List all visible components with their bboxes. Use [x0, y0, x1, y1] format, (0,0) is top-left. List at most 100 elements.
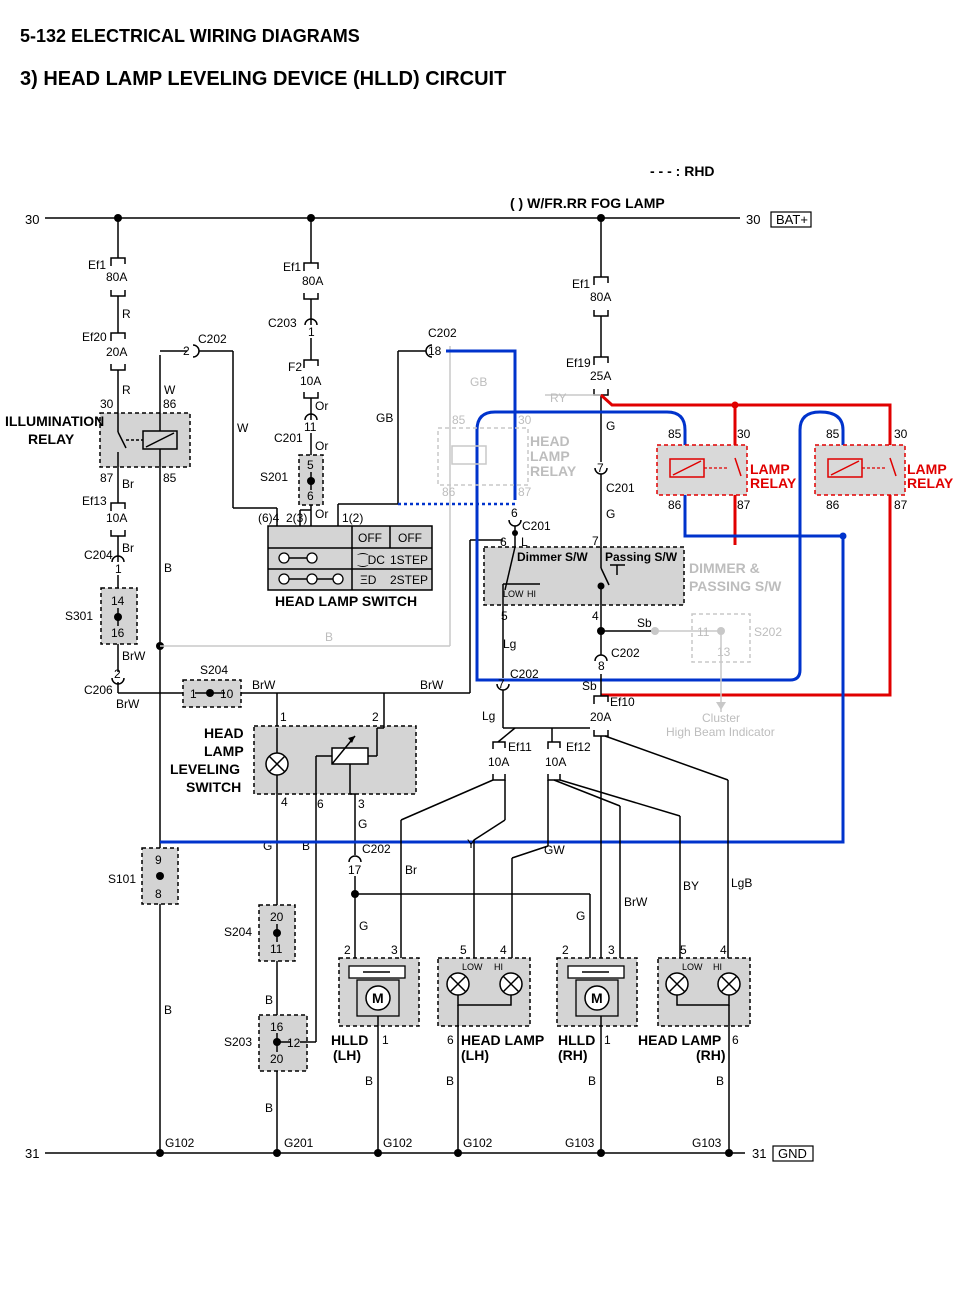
svg-text:G103: G103 [565, 1136, 595, 1150]
svg-text:B: B [365, 1074, 373, 1088]
svg-text:M: M [372, 990, 384, 1006]
svg-text:30: 30 [894, 427, 908, 441]
svg-text:HLLD: HLLD [558, 1032, 595, 1048]
svg-text:Ef19: Ef19 [566, 356, 591, 370]
svg-text:(RH): (RH) [558, 1047, 588, 1063]
svg-text:LAMP: LAMP [204, 743, 244, 759]
svg-text:10A: 10A [545, 755, 566, 769]
svg-text:HI: HI [713, 962, 722, 972]
svg-text:LOW: LOW [462, 962, 483, 972]
svg-text:S204: S204 [200, 663, 228, 677]
svg-text:1STEP: 1STEP [390, 553, 428, 567]
svg-text:11: 11 [304, 420, 317, 434]
svg-text:6: 6 [511, 506, 518, 520]
svg-text:G: G [606, 507, 615, 521]
svg-text:30: 30 [518, 413, 532, 427]
svg-text:HI: HI [527, 589, 536, 599]
svg-text:RELAY: RELAY [28, 431, 75, 447]
svg-text:(6)4: (6)4 [258, 511, 280, 525]
svg-text:C202: C202 [198, 332, 227, 346]
svg-text:C204: C204 [84, 548, 113, 562]
svg-text:LOW: LOW [503, 589, 524, 599]
svg-text:B: B [302, 839, 310, 853]
svg-text:GW: GW [544, 843, 565, 857]
svg-text:LgB: LgB [731, 876, 752, 890]
svg-text:S203: S203 [224, 1035, 252, 1049]
svg-text:S101: S101 [108, 872, 136, 886]
svg-text:8: 8 [598, 659, 605, 673]
page-header: 5-132 ELECTRICAL WIRING DIAGRAMS [20, 26, 360, 46]
illumination-relay-box [99, 412, 191, 468]
svg-text:G103: G103 [692, 1136, 722, 1150]
svg-text:B: B [588, 1074, 596, 1088]
svg-text:3: 3 [608, 943, 615, 957]
svg-text:LAMP: LAMP [907, 461, 947, 477]
svg-text:B: B [164, 1003, 172, 1017]
svg-text:HEAD LAMP: HEAD LAMP [461, 1032, 544, 1048]
svg-text:86: 86 [826, 498, 840, 512]
svg-text:6: 6 [447, 1033, 454, 1047]
svg-text:G: G [263, 839, 272, 853]
svg-text:Dimmer S/W: Dimmer S/W [517, 550, 588, 564]
rail-31-right: 31 [752, 1146, 766, 1161]
svg-text:B: B [164, 561, 172, 575]
svg-text:87: 87 [100, 471, 114, 485]
svg-text:⁐DC: ⁐DC [357, 553, 385, 567]
svg-text:8: 8 [155, 887, 162, 901]
svg-text:(RH): (RH) [696, 1047, 726, 1063]
svg-text:2: 2 [562, 943, 569, 957]
svg-text:1: 1 [382, 1033, 389, 1047]
svg-text:5: 5 [307, 458, 314, 472]
svg-text:Cluster: Cluster [702, 711, 740, 725]
svg-text:G: G [359, 919, 368, 933]
svg-text:G102: G102 [383, 1136, 413, 1150]
svg-text:25A: 25A [590, 369, 611, 383]
svg-text:6: 6 [732, 1033, 739, 1047]
svg-text:BrW: BrW [420, 678, 444, 692]
svg-text:(LH): (LH) [461, 1047, 489, 1063]
svg-text:SWITCH: SWITCH [186, 779, 241, 795]
lamp-relay-1-box [656, 444, 748, 496]
svg-text:13: 13 [717, 645, 731, 659]
svg-text:C201: C201 [522, 519, 551, 533]
svg-text:12: 12 [287, 1036, 301, 1050]
svg-text:G: G [358, 817, 367, 831]
svg-text:RELAY: RELAY [530, 463, 577, 479]
svg-text:6: 6 [500, 535, 507, 549]
svg-text:BrW: BrW [116, 697, 140, 711]
svg-text:Sb: Sb [582, 679, 597, 693]
svg-text:20A: 20A [106, 345, 127, 359]
svg-text:R: R [122, 307, 131, 321]
svg-text:Ef20: Ef20 [82, 330, 107, 344]
svg-text:20: 20 [270, 1052, 284, 1066]
gnd-label: GND [778, 1146, 807, 1161]
svg-text:3: 3 [391, 943, 398, 957]
svg-text:5: 5 [460, 943, 467, 957]
rail-31-left: 31 [25, 1146, 39, 1161]
svg-text:S301: S301 [65, 609, 93, 623]
svg-text:Y: Y [467, 837, 475, 851]
svg-text:4: 4 [281, 795, 288, 809]
svg-text:1(2): 1(2) [342, 511, 363, 525]
svg-text:LAMP: LAMP [750, 461, 790, 477]
svg-text:B: B [325, 630, 333, 644]
svg-text:87: 87 [737, 498, 751, 512]
section-title: 3) HEAD LAMP LEVELING DEVICE (HLLD) CIRC… [20, 68, 506, 90]
svg-text:C203: C203 [268, 316, 297, 330]
svg-text:20: 20 [270, 910, 284, 924]
rail-30-right: 30 [746, 212, 760, 227]
svg-text:6: 6 [307, 489, 314, 503]
svg-text:5: 5 [501, 609, 508, 623]
svg-text:OFF: OFF [358, 531, 382, 545]
svg-text:17: 17 [348, 863, 362, 877]
svg-text:86: 86 [163, 397, 177, 411]
svg-text:1: 1 [115, 562, 122, 576]
svg-text:M: M [591, 990, 603, 1006]
svg-text:Br: Br [405, 863, 417, 877]
svg-text:30: 30 [100, 397, 114, 411]
lamp-relay-2-box [814, 444, 906, 496]
rail-30-left: 30 [25, 212, 39, 227]
svg-text:Br: Br [122, 477, 134, 491]
svg-text:HLLD: HLLD [331, 1032, 368, 1048]
